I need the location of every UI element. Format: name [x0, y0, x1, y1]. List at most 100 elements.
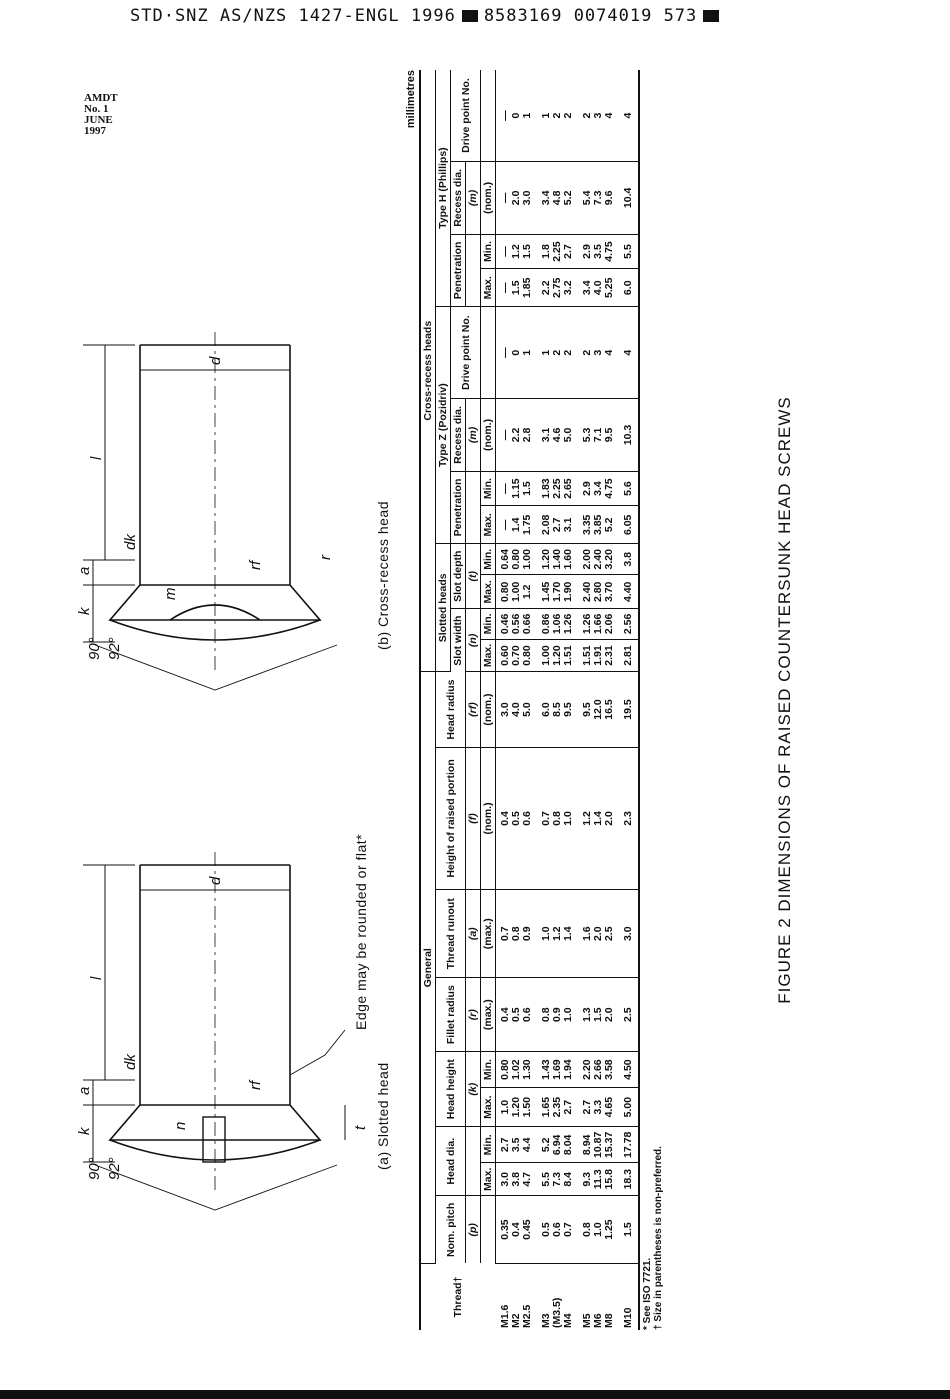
symbol-dk-a: dk: [122, 1053, 139, 1070]
symbol-a-a: a: [76, 1087, 93, 1095]
angle-label-92-a: 92°: [106, 1157, 123, 1180]
rotated-figure-page: 90° 92° dk n t k a l d rf 90° 92° dk m k…: [75, 70, 815, 1330]
sym-ph-penetration: [465, 234, 481, 307]
cell-value: M1.6: [498, 1304, 511, 1328]
cell-value: 2.7: [562, 244, 574, 259]
cell-value: 1.0: [562, 1007, 574, 1022]
symbol-d-a: d: [207, 876, 224, 885]
col-pz-drive-point: Drive point No.: [450, 306, 481, 399]
sub-pz-drive: [480, 306, 496, 399]
group-general: General: [420, 671, 436, 1264]
col-pz-penetration: Penetration: [450, 471, 466, 544]
sub-11: Min.: [480, 543, 496, 575]
cell-value: 3.1: [562, 517, 574, 533]
cell-value: 0.6: [521, 1007, 533, 1022]
cell-value: 1.5: [521, 481, 533, 496]
sub-5: (max.): [480, 889, 496, 978]
caption-slotted-head: (a) Slotted head: [375, 1062, 391, 1170]
table-cell: 5.00: [619, 1087, 639, 1127]
cell-value: 2.0: [603, 1007, 615, 1022]
cell-value: 8.4: [562, 1171, 574, 1187]
col-head-radius: Head radius: [435, 671, 466, 748]
symbol-l-b: l: [88, 456, 105, 460]
cell-value: 4.7: [521, 1171, 533, 1187]
sub-3: Min.: [480, 1051, 496, 1088]
cell-value: 4.50: [622, 1059, 634, 1080]
table-cell: 2.3: [619, 747, 639, 890]
sub-17: (nom.): [480, 161, 496, 235]
table-cell: 10.4: [619, 161, 639, 235]
edge-note: Edge may be rounded or flat*: [353, 833, 369, 1030]
symbol-k-a: k: [76, 1126, 93, 1135]
symbol-rf-a: rf: [247, 1079, 264, 1090]
cell-value: 4: [622, 112, 634, 119]
cell-value: 2.3: [622, 811, 634, 826]
table-cell: 18.3: [619, 1162, 639, 1196]
table-cell: M10: [619, 1263, 639, 1330]
sub-7: (nom.): [480, 671, 496, 748]
amendment-label: AMDT: [84, 92, 118, 104]
cell-value: 3.70: [603, 581, 615, 603]
cell-value: 2.31: [603, 645, 615, 666]
cell-value: 3.8: [622, 552, 634, 567]
cell-value: M8: [603, 1313, 615, 1328]
cell-value: 2.5: [622, 1007, 634, 1022]
cell-value: 1.60: [562, 549, 574, 570]
col-ph-recess-dia: Recess dia.: [450, 161, 466, 235]
cell-value: 1.85: [521, 277, 533, 298]
col-thread-runout: Thread runout: [435, 889, 466, 978]
cell-value: 4.4: [521, 1137, 533, 1153]
cell-value: 1: [521, 112, 533, 119]
cell-value: 5.25: [603, 277, 615, 298]
cell-value: 5.0: [521, 702, 533, 717]
sym-slot-depth: (t): [465, 543, 481, 609]
cell-value: M2.5: [520, 1304, 533, 1328]
group-pozidriv: Type Z (Pozidriv): [435, 306, 451, 544]
caption-cross-recess-head: (b) Cross-recess head: [375, 501, 391, 650]
cell-value: 2.06: [603, 613, 615, 635]
cell-value: 3.20: [603, 549, 615, 570]
table-cell: 2.5: [619, 977, 639, 1052]
table-cell: 4.40: [619, 574, 639, 609]
cell-value: 1.51: [562, 645, 574, 666]
cell-value: 3.58: [603, 1059, 615, 1080]
cell-value: 4: [603, 112, 615, 119]
cell-value: 15.37: [603, 1131, 615, 1158]
cell-value: 0.7: [562, 1222, 574, 1237]
sub-14: (nom.): [480, 398, 496, 472]
cell-value: 6.05: [622, 514, 634, 536]
table-cell: M3(M3.5)M4: [537, 1264, 578, 1331]
sub-10: Max.: [480, 574, 496, 609]
table-cell: 6.05: [619, 505, 639, 544]
table-cell: 3.0: [619, 889, 639, 978]
diagram-svg: 90° 92° dk n t k a l d rf 90° 92° dk m k…: [76, 330, 369, 1211]
cell-value: 2.0: [603, 811, 615, 826]
cell-value: 1.94: [562, 1059, 574, 1080]
sym-ph-recess: (m): [465, 161, 481, 235]
cell-value: 5.6: [622, 481, 634, 496]
cell-value: 1: [521, 349, 533, 356]
sym-pz-penetration: [465, 471, 481, 544]
